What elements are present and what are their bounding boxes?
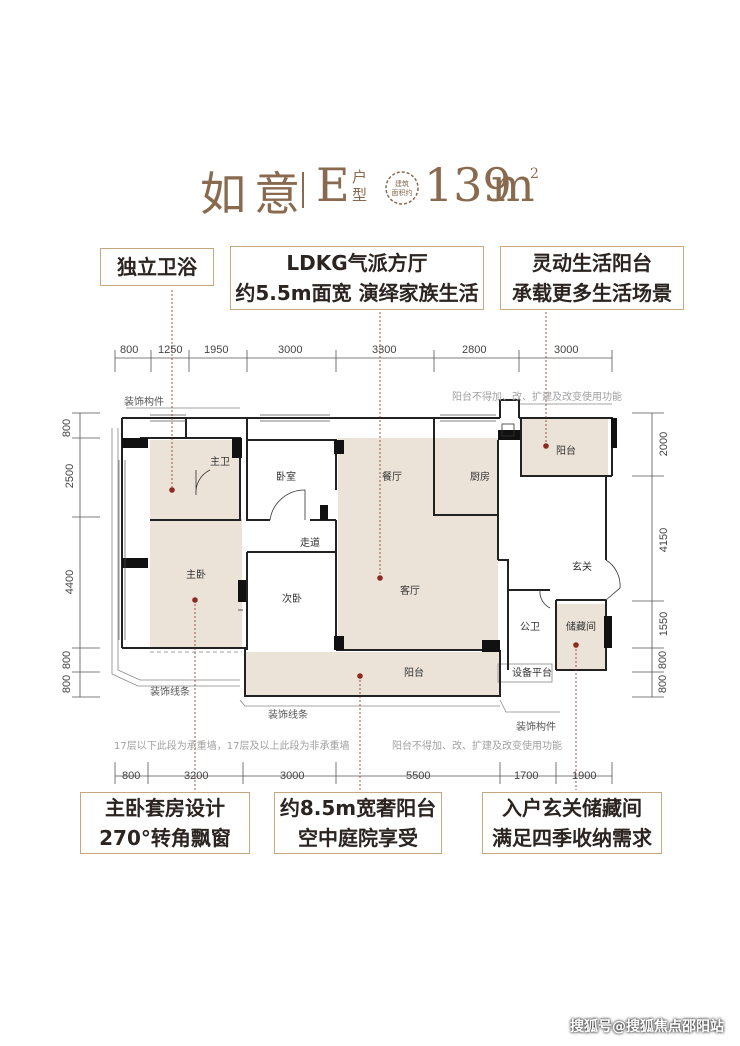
feature-box-bath: 独立卫浴	[100, 248, 214, 286]
dim-bottom: 1900	[572, 770, 597, 782]
plan-name: 如意	[200, 167, 308, 221]
dim-left: 800	[61, 650, 74, 670]
feature-box-wide-balcony: 约8.5m宽奢阳台 空中庭院享受	[274, 792, 442, 854]
dim-top: 1950	[204, 344, 229, 356]
decor-label: 装饰构件	[124, 397, 164, 408]
room-label: 主卧	[186, 570, 206, 581]
room-label: 客厅	[400, 586, 420, 597]
feature-line: 空中庭院享受	[298, 826, 418, 850]
dim-left: 4400	[64, 569, 77, 595]
decor-label: 装饰构件	[516, 722, 556, 733]
room-label: 走道	[300, 538, 320, 549]
dim-bottom: 1700	[514, 770, 539, 782]
decor-label: 装饰线条	[150, 687, 190, 698]
plan-type-suffix: 户型	[352, 168, 368, 204]
room-label: 阳台	[556, 446, 576, 457]
decor-label: 装饰线条	[268, 710, 308, 721]
feature-line: 约5.5m面宽 演绎家族生活	[235, 281, 479, 305]
watermark: 搜狐号@搜狐焦点邵阳站	[570, 1019, 724, 1035]
dim-top: 3000	[554, 344, 579, 356]
dim-right: 800	[657, 674, 670, 694]
svg-text:面积约: 面积约	[392, 188, 413, 197]
dim-bottom: 5500	[406, 770, 431, 782]
feature-line: 灵动生活阳台	[532, 251, 652, 275]
room-label: 主卫	[210, 457, 230, 468]
dim-bottom: 800	[122, 770, 141, 782]
note-text: 17层以下此段为承重墙，17层及以上此段为非承重墙	[114, 741, 350, 752]
room-label: 次卧	[282, 594, 302, 605]
dim-right: 4150	[658, 527, 671, 553]
room-label: 餐厅	[382, 472, 402, 483]
dim-left: 800	[61, 418, 74, 438]
feature-box-storage: 入户玄关储藏间 满足四季收纳需求	[482, 792, 662, 854]
svg-text:建筑: 建筑	[395, 179, 409, 188]
feature-box-living: LDKG气派方厅 约5.5m面宽 演绎家族生活	[230, 246, 484, 310]
room-label: 厨房	[470, 472, 490, 483]
plan-type-letter: E	[316, 158, 350, 212]
room-label: 卧室	[276, 472, 296, 483]
area-badge-icon: 建筑 面积约	[385, 171, 419, 205]
area-value: 139	[424, 158, 512, 212]
feature-line: 270°转角飘窗	[99, 826, 231, 850]
room-label: 设备平台	[512, 668, 552, 679]
dim-bottom: 3200	[184, 770, 209, 782]
dim-bottom: 3000	[280, 770, 305, 782]
dim-left: 2500	[64, 463, 77, 489]
room-label: 储藏间	[566, 622, 596, 633]
dim-top: 1250	[158, 344, 183, 356]
note-text: 阳台不得加、改、扩建及改变使用功能	[392, 741, 562, 752]
dim-top: 3000	[278, 344, 303, 356]
area-unit-sup: 2	[530, 166, 539, 182]
feature-line: 入户玄关储藏间	[502, 796, 642, 820]
dim-top: 800	[120, 344, 139, 356]
dim-top: 3300	[372, 344, 397, 356]
note-text: 阳台不得加、改、扩建及改变使用功能	[452, 392, 622, 403]
dim-top: 2800	[462, 344, 487, 356]
area-unit: m	[491, 158, 535, 212]
room-label: 公卫	[520, 622, 540, 633]
feature-box-master: 主卧套房设计 270°转角飘窗	[80, 792, 250, 854]
feature-line: 承载更多生活场景	[512, 281, 672, 305]
dim-right: 800	[657, 650, 670, 670]
dim-left: 800	[61, 674, 74, 694]
feature-line: 主卧套房设计	[105, 796, 225, 820]
title-divider	[302, 172, 304, 208]
feature-box-balcony: 灵动生活阳台 承载更多生活场景	[500, 246, 684, 310]
feature-line: 满足四季收纳需求	[492, 826, 652, 850]
feature-line: LDKG气派方厅	[286, 251, 428, 275]
feature-line: 独立卫浴	[117, 255, 197, 279]
room-label: 阳台	[404, 668, 424, 679]
dim-right: 2000	[658, 431, 671, 457]
dim-right: 1550	[658, 611, 671, 637]
feature-line: 约8.5m宽奢阳台	[279, 796, 437, 820]
room-label: 玄关	[572, 562, 592, 573]
